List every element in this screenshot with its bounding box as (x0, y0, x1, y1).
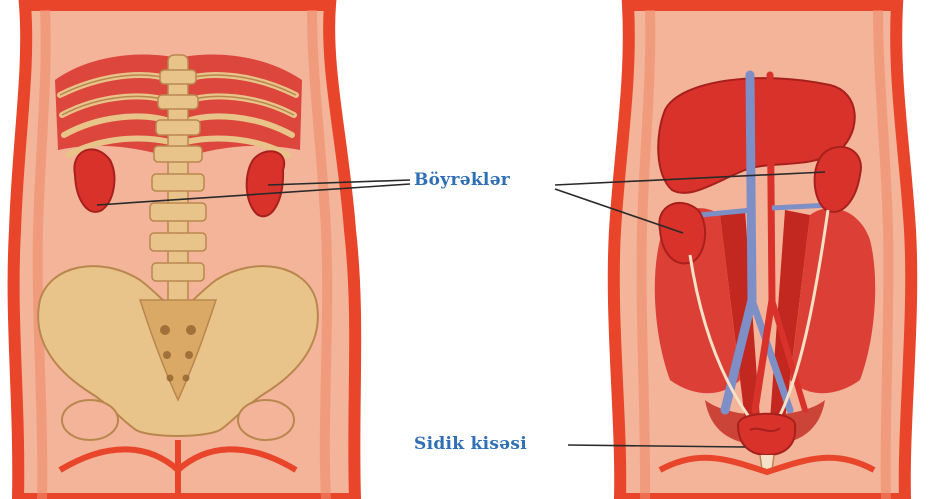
right-torso-figure (614, 5, 911, 499)
bladder-label: Sidik kisəsi (414, 434, 527, 454)
left-torso-figure (14, 5, 356, 499)
kidneys-label: Böyrəklər (414, 170, 510, 190)
